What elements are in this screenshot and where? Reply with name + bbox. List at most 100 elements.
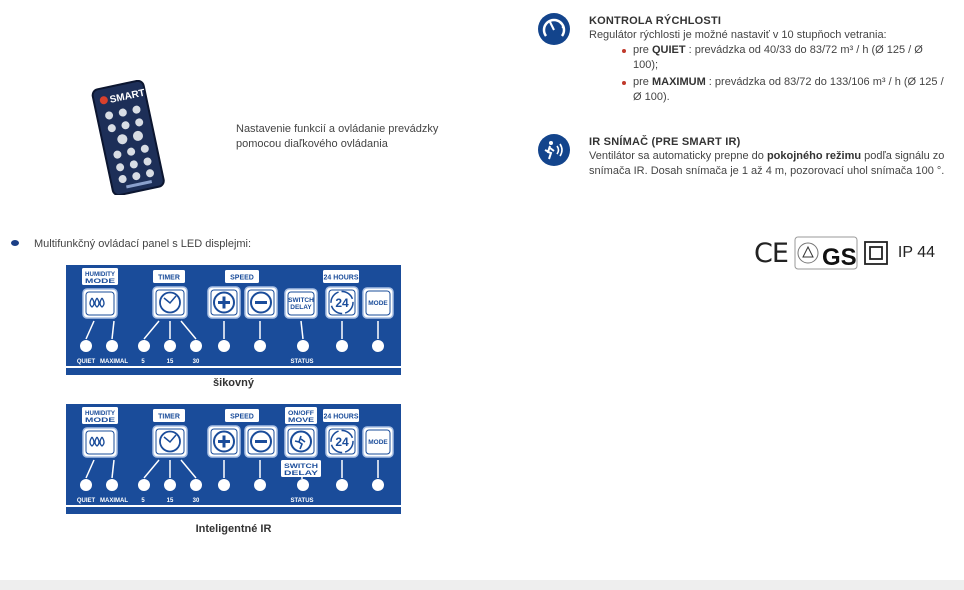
clock-icon — [159, 291, 181, 314]
feature-title-speed: KONTROLA RÝCHLOSTI — [589, 15, 722, 27]
person-figure — [294, 435, 306, 450]
24-hours-button-inner — [328, 289, 356, 316]
switch-delay-button-inner — [287, 291, 315, 316]
status-led — [218, 340, 230, 352]
plus-icon — [213, 291, 235, 314]
status-led — [164, 479, 176, 491]
switch-delay-label: SWITCH — [284, 463, 318, 470]
24-hours-text: 24 — [335, 435, 349, 449]
list-item: pre QUIET : prevádzka od 40/33 do 83/72 … — [620, 43, 950, 73]
24-hours-label-box — [323, 409, 359, 422]
24-hours-text: 24 — [335, 296, 349, 310]
mode-button-inner — [365, 290, 391, 316]
gs-text: GS — [822, 244, 857, 270]
humidity-mode-label-box — [82, 268, 118, 285]
remote-caption-line1: Nastavenie funkcií a ovládanie prevádzky — [236, 123, 439, 135]
panel-background — [66, 404, 401, 514]
feature-body-ir: Ventilátor sa automaticky prepne do poko… — [589, 149, 949, 179]
connector-line — [180, 320, 197, 340]
mode-text: MODE — [368, 439, 388, 446]
status-led — [372, 479, 384, 491]
status-led — [297, 340, 309, 352]
on-off-move-label-box — [285, 407, 317, 424]
switch-delay-label-box — [281, 460, 321, 477]
led-label: MAXIMAL — [100, 359, 128, 365]
humidity-mode-label-box — [82, 407, 118, 424]
minus-icon — [250, 291, 272, 314]
clock-hands — [163, 434, 177, 444]
drop-icon — [94, 436, 100, 447]
drop-icon — [99, 297, 105, 308]
mode-button-inner — [365, 429, 391, 455]
body-text: Ventilátor sa automaticky prepne do — [589, 150, 767, 162]
24-hours-label: 24 HOURS — [323, 414, 358, 421]
body-bold: pokojného režimu — [766, 150, 862, 162]
gs-mark: GS — [794, 236, 858, 270]
drop-icon — [99, 436, 105, 447]
drop-icon — [94, 297, 100, 308]
led-label: 15 — [167, 359, 174, 365]
led-label: STATUS — [290, 359, 313, 365]
ce-mark: CE — [754, 237, 789, 269]
switch-delay-text: SWITCH — [288, 297, 314, 304]
status-led — [80, 340, 92, 352]
speed-list: pre QUIET : prevádzka od 40/33 do 83/72 … — [620, 43, 950, 107]
connector-line — [111, 459, 115, 479]
on-off-move-label: MOVE — [288, 417, 315, 424]
status-led — [336, 479, 348, 491]
timer-label-box — [153, 270, 185, 283]
24-hours-icon — [330, 429, 354, 454]
clock-icon — [159, 430, 181, 453]
clock-hands — [163, 295, 177, 305]
panel-divider — [66, 505, 401, 507]
certifications: CE GS IP 44 — [754, 236, 935, 270]
led-label: 30 — [193, 359, 200, 365]
connector-line — [85, 320, 95, 340]
motion-button — [284, 425, 318, 458]
timer-label-box — [153, 409, 185, 422]
panel-background — [66, 265, 401, 375]
status-led — [190, 340, 202, 352]
item-prefix: pre — [633, 44, 652, 56]
speed-minus-button-inner — [247, 428, 275, 455]
on-off-move-label: ON/OFF — [288, 410, 314, 417]
mode-button — [362, 287, 394, 319]
humidity-mode-label: MODE — [85, 278, 116, 285]
item-prefix: pre — [633, 76, 652, 88]
item-rest: : prevádzka od 40/33 do 83/72 m³ / h (Ø … — [633, 44, 923, 71]
status-led — [106, 479, 118, 491]
status-led — [254, 340, 266, 352]
panel-caption-ir: Inteligentné IR — [195, 523, 272, 535]
feature-body-speed: Regulátor rýchlosti je možné nastaviť v … — [589, 29, 887, 41]
humidity-button-inner — [85, 430, 115, 455]
bullet-icon — [11, 240, 19, 246]
motion-button-inner — [287, 428, 315, 455]
drop-icon — [89, 297, 95, 308]
status-led — [336, 340, 348, 352]
speed-label-box — [225, 409, 259, 422]
speed-label-box — [225, 270, 259, 283]
status-led — [164, 340, 176, 352]
24-hours-button-inner — [328, 428, 356, 455]
plus-icon — [213, 430, 235, 453]
humidity-mode-label: MODE — [85, 417, 116, 424]
24-hours-icon — [330, 290, 354, 315]
connector-line — [143, 320, 160, 340]
feature-title-ir: IR SNÍMAČ (PRE SMART IR) — [589, 136, 741, 148]
connector-line — [180, 459, 197, 479]
switch-delay-text: DELAY — [290, 304, 312, 311]
speed-label: SPEED — [230, 414, 254, 421]
speed-minus-button-inner — [247, 289, 275, 316]
speed-plus-button-inner — [210, 428, 238, 455]
status-led — [138, 479, 150, 491]
humidity-mode-label: HUMIDITY — [85, 410, 116, 417]
timer-button-inner — [155, 289, 185, 316]
ip-rating: IP 44 — [897, 244, 935, 261]
led-label: 5 — [141, 498, 145, 504]
connector-line — [143, 459, 160, 479]
timer-label: TIMER — [158, 414, 180, 421]
led-label: QUIET — [77, 498, 96, 504]
led-label: QUIET — [77, 359, 96, 365]
status-led — [218, 479, 230, 491]
